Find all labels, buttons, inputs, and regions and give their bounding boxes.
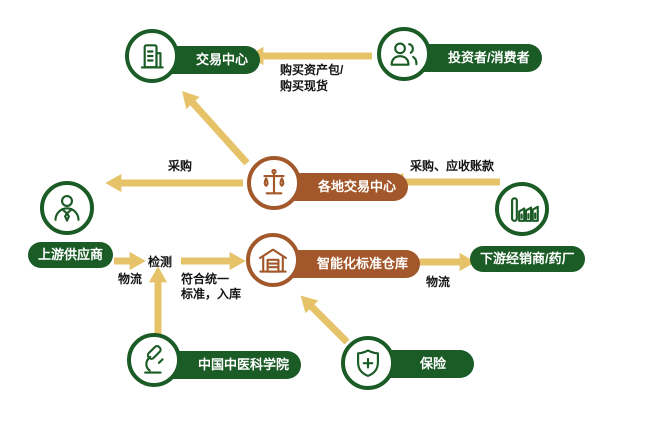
edge-label-standards-line2: 标准，入库 — [181, 287, 242, 301]
cacms-label: 中国中医科学院 — [158, 351, 302, 379]
microscope-icon — [144, 345, 164, 374]
insurance-node — [341, 336, 395, 390]
factory-icon — [511, 197, 539, 222]
edge-label-logistics-left: 物流 — [117, 272, 142, 286]
arrow-insurance-to-warehouse — [300, 295, 350, 345]
trading-center-node — [125, 29, 179, 83]
cacms-node — [127, 333, 181, 387]
regional-exchange-node — [247, 156, 301, 210]
person-icon — [54, 195, 80, 222]
scale-icon — [263, 168, 285, 195]
investor-node — [377, 27, 431, 81]
edge-label-inspection: 检测 — [147, 255, 172, 269]
people-icon — [390, 42, 418, 66]
smart-warehouse-label: 智能化标准仓库 — [277, 250, 421, 278]
edge-label-buy-line1: 购买资产包/ — [280, 63, 344, 77]
warehouse-icon — [258, 248, 288, 273]
edge-label-procurement-receivables: 采购、应收账款 — [409, 159, 494, 173]
downstream-distributor-node — [495, 182, 549, 236]
edge-label-standards-line1: 符合统一 — [181, 272, 230, 286]
upstream-supplier-node — [40, 181, 94, 235]
edge-label-logistics-right: 物流 — [425, 275, 450, 289]
shield-plus-icon — [357, 349, 379, 377]
downstream-distributor-label: 下游经销商/药厂 — [470, 246, 585, 272]
smart-warehouse-node — [246, 233, 300, 287]
edge-label-buy: 购买资产包/ 购买现货 — [280, 62, 343, 94]
arrow-regional-to-trading-center — [182, 91, 250, 166]
edge-label-standards: 符合统一 标准，入库 — [181, 272, 241, 302]
building-icon — [140, 44, 164, 69]
edge-label-procurement: 采购 — [167, 159, 192, 173]
edge-label-buy-line2: 购买现货 — [280, 79, 329, 93]
upstream-supplier-label: 上游供应商 — [28, 242, 114, 268]
